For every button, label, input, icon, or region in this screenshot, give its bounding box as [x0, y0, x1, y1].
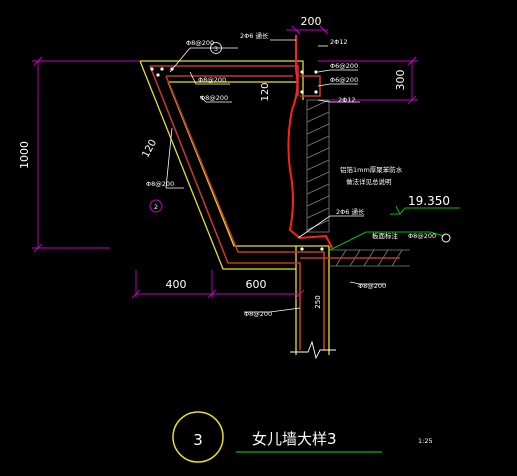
dimension-lines: [32, 25, 418, 299]
label-elevation: 19.350: [408, 194, 450, 208]
marker-2: 2: [149, 199, 163, 213]
label-rebar-left: Φ8@200: [146, 180, 174, 188]
label-rebar-top: Φ8@200: [186, 39, 214, 47]
label-waterproof-note-2: 做法详见总说明: [346, 177, 392, 186]
marker-3: 3: [210, 42, 222, 54]
label-slab: 板面标注: [372, 231, 399, 240]
label-slab-rebar: Φ8@200: [408, 232, 436, 240]
rebar-dots: [150, 67, 324, 251]
label-rebar-top-3: Φ8@200: [200, 94, 228, 102]
dim-wall-thickness: 250: [314, 295, 322, 308]
svg-text:2: 2: [154, 203, 158, 211]
label-stirrup-right-1: Φ6@200: [330, 62, 358, 70]
svg-text:3: 3: [214, 45, 218, 53]
title-block: 3 女儿墙大样3 1:25: [172, 411, 433, 463]
label-bar-d12-top: 2Φ12: [330, 38, 348, 46]
label-rebar-wall: Φ8@200: [244, 310, 272, 318]
green-leaders: [329, 205, 460, 251]
dim-bottom-right: 600: [246, 278, 267, 291]
leader-lines: [165, 39, 386, 313]
rebar-lines: [149, 65, 400, 350]
dim-bottom-left: 400: [166, 278, 187, 291]
label-waterproof-note-1: 铝箔1mm厚聚苯防水: [340, 165, 403, 174]
waterproof-line: [287, 35, 333, 249]
dim-right-height: 300: [394, 70, 407, 91]
label-rebar-bottom: Φ8@200: [358, 282, 386, 290]
dim-slab-thickness: 120: [260, 82, 271, 101]
label-stirrup-right-2: Φ6@200: [330, 76, 358, 84]
label-bars-lower: 2Φ6 通长: [336, 207, 365, 216]
title-circle: [172, 411, 224, 463]
label-bar-d12-lower: 2Φ12: [338, 96, 356, 104]
label-rebar-top-2: Φ8@200: [198, 76, 226, 84]
title-scale: 1:25: [418, 437, 433, 445]
dim-top-width: 200: [301, 15, 322, 28]
title-text: 女儿墙大样3: [252, 430, 337, 448]
dim-left-height: 1000: [18, 141, 31, 169]
concrete-outline: [139, 60, 330, 355]
title-number: 3: [193, 431, 203, 449]
label-bars-top: 2Φ6 通长: [240, 31, 269, 40]
break-line: [290, 340, 336, 360]
